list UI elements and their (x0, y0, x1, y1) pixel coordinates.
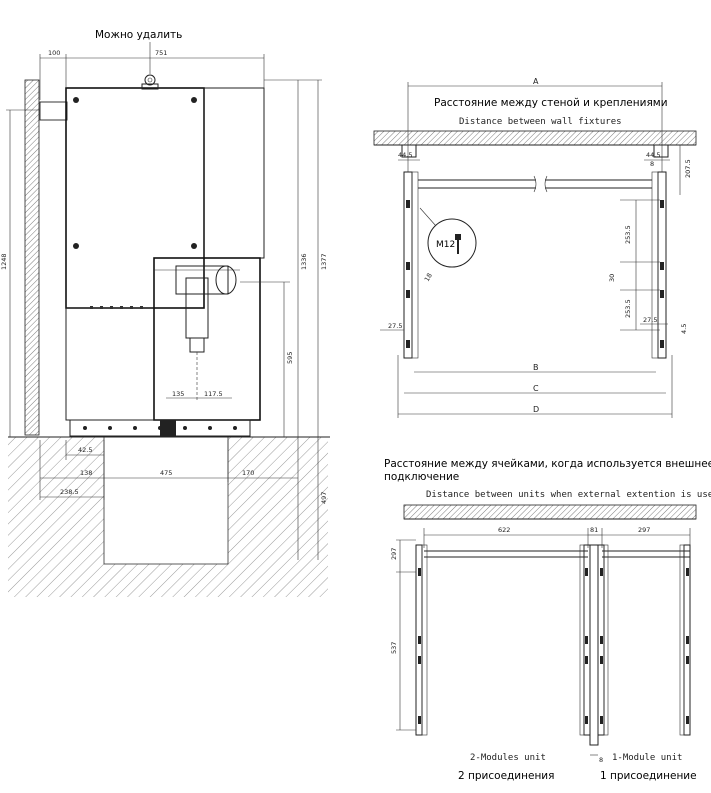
dim-475: 475 (160, 469, 172, 477)
dim-497: 497 (320, 492, 328, 504)
units-ru-line2: подключение (384, 471, 459, 483)
dim-30: 30 (608, 274, 616, 282)
wall-fixtures-ru: Расстояние между стеной и креплениями (434, 97, 668, 109)
dim-44-5-left: 44.5 (398, 151, 412, 159)
dim-207-5: 207.5 (684, 159, 692, 178)
dim-1248: 1248 (0, 253, 8, 270)
dim-C: C (533, 384, 539, 393)
wall-hatch (24, 79, 40, 436)
dim-117-5: 117.5 (204, 390, 223, 398)
one-conn-ru: 1 присоединение (600, 770, 697, 782)
dim-8: 8 (650, 160, 654, 168)
dim-B: B (533, 363, 539, 372)
units-ru-line1: Расстояние между ячейками, когда использ… (384, 458, 711, 470)
dim-8-bottom: 8 (599, 756, 603, 764)
dim-44-5-right: 44.5 (646, 151, 660, 159)
dim-4-5: 4.5 (680, 324, 688, 334)
dim-135: 135 (172, 390, 184, 398)
dim-27-5-left: 27.5 (388, 322, 402, 330)
dim-27-5-right: 27.5 (643, 316, 657, 324)
two-conn-ru: 2 присоединения (458, 770, 554, 782)
wall-fixtures-en: Distance between wall fixtures (459, 117, 622, 127)
dim-18: 18 (423, 272, 434, 283)
side-view (6, 42, 330, 597)
dim-751: 751 (155, 49, 167, 57)
units-en: Distance between units when external ext… (426, 490, 711, 500)
dim-297-left: 297 (390, 548, 398, 560)
dim-100: 100 (48, 49, 60, 57)
dim-238-5: 238.5 (60, 488, 79, 496)
dim-81: 81 (590, 526, 598, 534)
dim-1377: 1377 (320, 253, 328, 270)
dim-D: D (533, 405, 539, 414)
dim-1336: 1336 (300, 253, 308, 270)
removable-label: Можно удалить (95, 29, 182, 41)
dim-297-top: 297 (638, 526, 650, 534)
bolt-label: M12 (436, 240, 455, 250)
dim-138: 138 (80, 469, 92, 477)
dim-537: 537 (390, 642, 398, 654)
two-modules-en: 2-Modules unit (470, 753, 546, 763)
dim-595: 595 (286, 352, 294, 364)
dim-622: 622 (498, 526, 510, 534)
units-view (396, 504, 697, 756)
dim-A: A (533, 77, 539, 86)
one-module-en: 1-Module unit (612, 753, 682, 763)
cable-pit (103, 436, 229, 565)
dim-170: 170 (242, 469, 254, 477)
dim-253-5-bottom: 253.5 (624, 299, 632, 318)
dim-42-5: 42.5 (78, 446, 92, 454)
dim-253-5-top: 253.5 (624, 225, 632, 244)
wall-fixtures-view (373, 82, 697, 418)
